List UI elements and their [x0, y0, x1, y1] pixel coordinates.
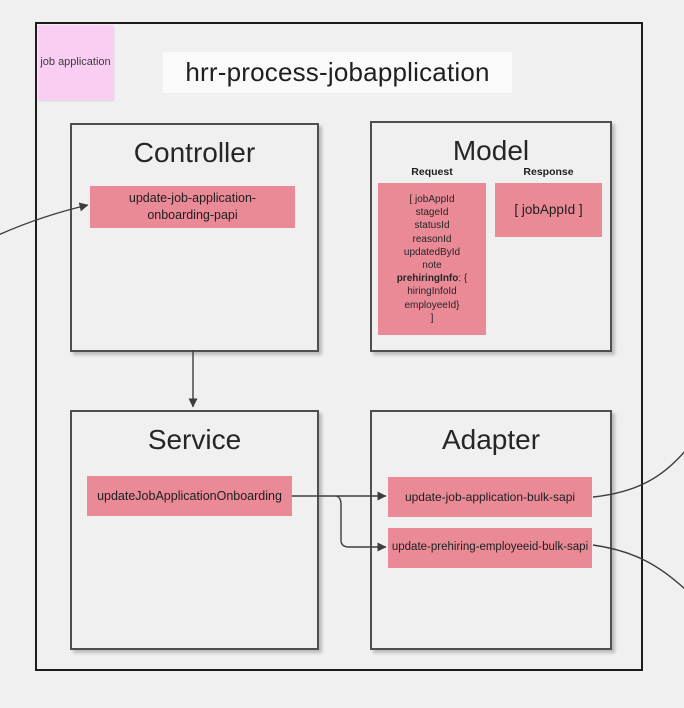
diagram-title: hrr-process-jobapplication — [163, 52, 512, 93]
controller-endpoint-node: update-job-application-onboarding-papi — [90, 186, 295, 228]
section-controller: Controller — [70, 123, 319, 352]
section-model: Model — [370, 121, 612, 352]
model-response-label: Response — [523, 166, 574, 178]
section-service: Service — [70, 410, 319, 650]
system-boundary-frame — [35, 22, 643, 671]
model-response-node: [ jobAppId ] — [495, 183, 602, 237]
sticky-note-text: job application — [40, 55, 111, 68]
sticky-note: job application — [38, 25, 113, 100]
model-title: Model — [452, 135, 530, 166]
service-title: Service — [147, 424, 242, 455]
controller-title: Controller — [133, 137, 256, 168]
service-endpoint-node: updateJobApplicationOnboarding — [87, 476, 292, 516]
adapter-endpoint-node-1: update-job-application-bulk-sapi — [388, 477, 592, 517]
adapter-endpoint-node-2: update-prehiring-employeeid-bulk-sapi — [388, 528, 592, 568]
model-request-label: Request — [411, 166, 453, 178]
adapter-title: Adapter — [441, 424, 541, 455]
